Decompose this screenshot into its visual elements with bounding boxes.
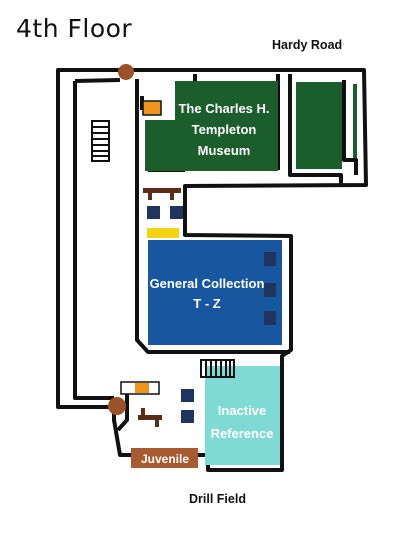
museum-label-1: The Charles H. — [178, 101, 269, 116]
elevator-marker-icon[interactable] — [118, 64, 134, 80]
museum-label-3: Museum — [198, 143, 251, 158]
museum-area-extension — [145, 120, 178, 171]
general-label-2: T - Z — [193, 296, 220, 311]
info-desk-icon — [147, 228, 179, 238]
inactive-label-2: Reference — [211, 426, 274, 441]
zone-juvenile[interactable]: Juvenile — [131, 448, 198, 468]
restroom-icon — [135, 383, 149, 393]
juvenile-label: Juvenile — [141, 452, 189, 466]
shelf-icon — [264, 311, 276, 325]
juvenile-area — [131, 448, 198, 468]
shelf-icon — [264, 252, 276, 266]
general-label-1: General Collection — [150, 276, 265, 291]
shelf-icon — [147, 206, 160, 219]
zone-museum[interactable]: The Charles H. Templeton Museum — [145, 81, 357, 171]
inactive-label-1: Inactive — [218, 403, 266, 418]
museum-annex-strip — [353, 84, 357, 158]
stairs-icon — [200, 359, 235, 378]
desk-icon — [143, 188, 181, 200]
floor-title: 4th Floor — [16, 14, 133, 43]
museum-area — [175, 81, 278, 171]
museum-annex — [296, 82, 342, 169]
general-collection-area — [148, 240, 282, 345]
shelf-icon — [170, 206, 183, 219]
zone-general-collection[interactable]: General Collection T - Z — [148, 240, 282, 345]
museum-label-2: Templeton — [192, 122, 257, 137]
shelf-icon — [181, 389, 194, 402]
stairs-icon — [91, 120, 110, 162]
north-road-label: Hardy Road — [272, 38, 343, 52]
zone-inactive-reference[interactable]: Inactive Reference — [205, 366, 280, 465]
wall-segment — [140, 96, 144, 110]
south-road-label: Drill Field — [189, 492, 246, 506]
inactive-reference-area — [205, 366, 280, 465]
elevator-marker-icon[interactable] — [108, 397, 126, 415]
shelf-icon — [264, 283, 276, 297]
restroom-icon — [142, 100, 162, 116]
desk-icon — [138, 408, 162, 427]
shelf-icon — [181, 410, 194, 423]
